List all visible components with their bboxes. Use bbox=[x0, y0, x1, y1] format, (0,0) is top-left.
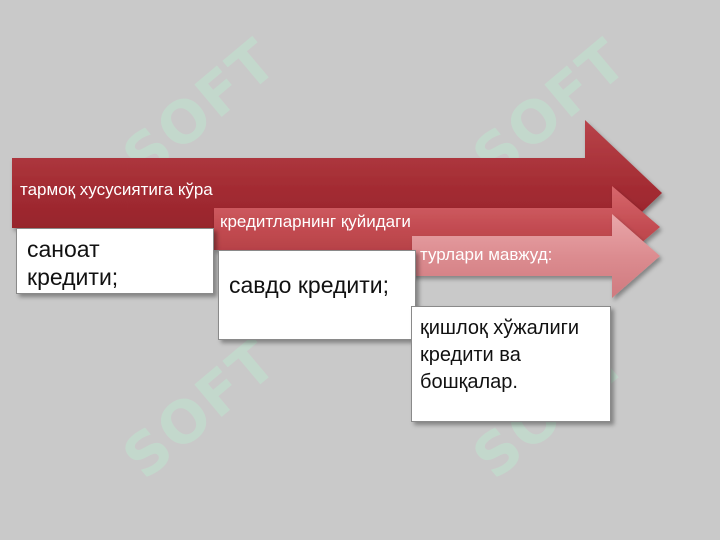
box-trade-credit: савдо кредити; bbox=[218, 250, 416, 340]
box-industrial-credit: саноат кредити; bbox=[16, 228, 214, 294]
box-agricultural-credit: қишлоқ хўжалиги кредити ва бошқалар. bbox=[411, 306, 611, 422]
arrow-2-label: кредитларнинг қуйидаги bbox=[220, 212, 411, 231]
arrow-1-label: тармоқ хусусиятига кўра bbox=[20, 180, 213, 199]
arrow-3-label: турлари мавжуд: bbox=[420, 245, 553, 264]
arrow-3 bbox=[412, 214, 660, 298]
arrow-1 bbox=[12, 120, 662, 266]
